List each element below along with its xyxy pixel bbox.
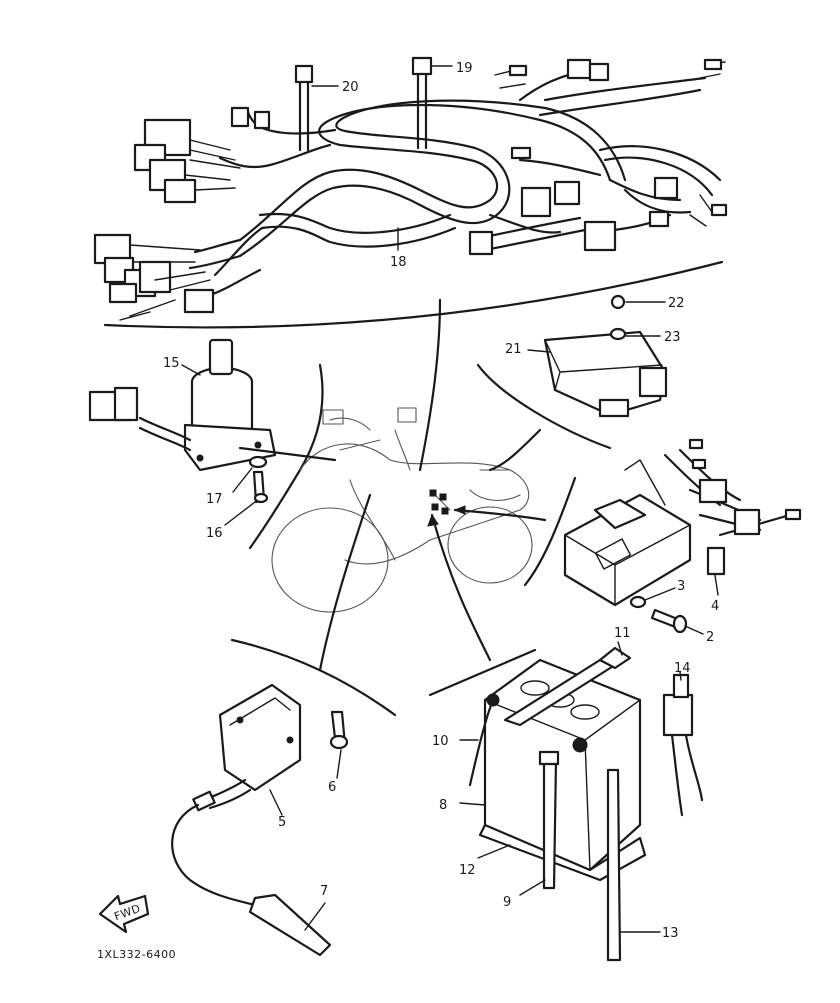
diagram-code: 1XL332-6400 bbox=[97, 948, 176, 961]
callout-9: 9 bbox=[503, 895, 511, 910]
fuse-holder-14 bbox=[662, 693, 694, 737]
callout-15: 15 bbox=[163, 356, 180, 371]
callout-3: 3 bbox=[677, 579, 685, 594]
callout-5: 5 bbox=[278, 815, 286, 830]
battery-assembly bbox=[428, 646, 704, 962]
ignition-key bbox=[208, 338, 234, 376]
breather-pipe-9 bbox=[542, 758, 558, 890]
motorcycle-outline bbox=[238, 298, 547, 672]
cable-tie-19 bbox=[416, 68, 428, 150]
callout-13: 13 bbox=[662, 926, 679, 941]
spark-plug-cap bbox=[248, 893, 332, 957]
callout-23: 23 bbox=[664, 330, 681, 345]
cable-tie-20 bbox=[298, 78, 310, 152]
callout-8: 8 bbox=[439, 798, 447, 813]
callout-7: 7 bbox=[320, 884, 328, 899]
callout-18: 18 bbox=[390, 255, 407, 270]
washer-17 bbox=[248, 455, 268, 469]
relay-4 bbox=[706, 546, 726, 576]
rectifier-regulator bbox=[476, 294, 668, 450]
forward-arrow-icon: FWD bbox=[98, 894, 150, 934]
washer-23 bbox=[609, 327, 627, 341]
screw-22 bbox=[610, 294, 626, 310]
callout-22: 22 bbox=[668, 296, 685, 311]
main-switch-assembly bbox=[88, 338, 324, 550]
connector-block-center bbox=[468, 230, 494, 256]
callout-19: 19 bbox=[456, 61, 473, 76]
callout-17: 17 bbox=[206, 492, 223, 507]
battery-tray-12 bbox=[478, 823, 647, 882]
callout-numbers: 20 19 18 22 23 21 15 17 16 3 2 4 11 14 1… bbox=[163, 61, 719, 941]
washer-3 bbox=[629, 595, 647, 609]
plug-lead bbox=[171, 803, 257, 907]
ignition-coil-assembly bbox=[171, 638, 397, 957]
callout-21: 21 bbox=[505, 342, 522, 357]
callout-20: 20 bbox=[342, 80, 359, 95]
callout-10: 10 bbox=[432, 734, 449, 749]
callout-16: 16 bbox=[206, 526, 223, 541]
callout-4: 4 bbox=[711, 599, 719, 614]
callout-12: 12 bbox=[459, 863, 476, 878]
callout-2: 2 bbox=[706, 630, 714, 645]
wire-harness bbox=[93, 56, 728, 329]
cdi-unit-assembly bbox=[523, 438, 802, 634]
callout-14: 14 bbox=[674, 661, 691, 676]
battery-lead-10 bbox=[468, 698, 495, 787]
callout-11: 11 bbox=[614, 626, 631, 641]
breather-hose-13 bbox=[606, 768, 622, 962]
leader-lines bbox=[181, 65, 719, 933]
callout-6: 6 bbox=[328, 780, 336, 795]
